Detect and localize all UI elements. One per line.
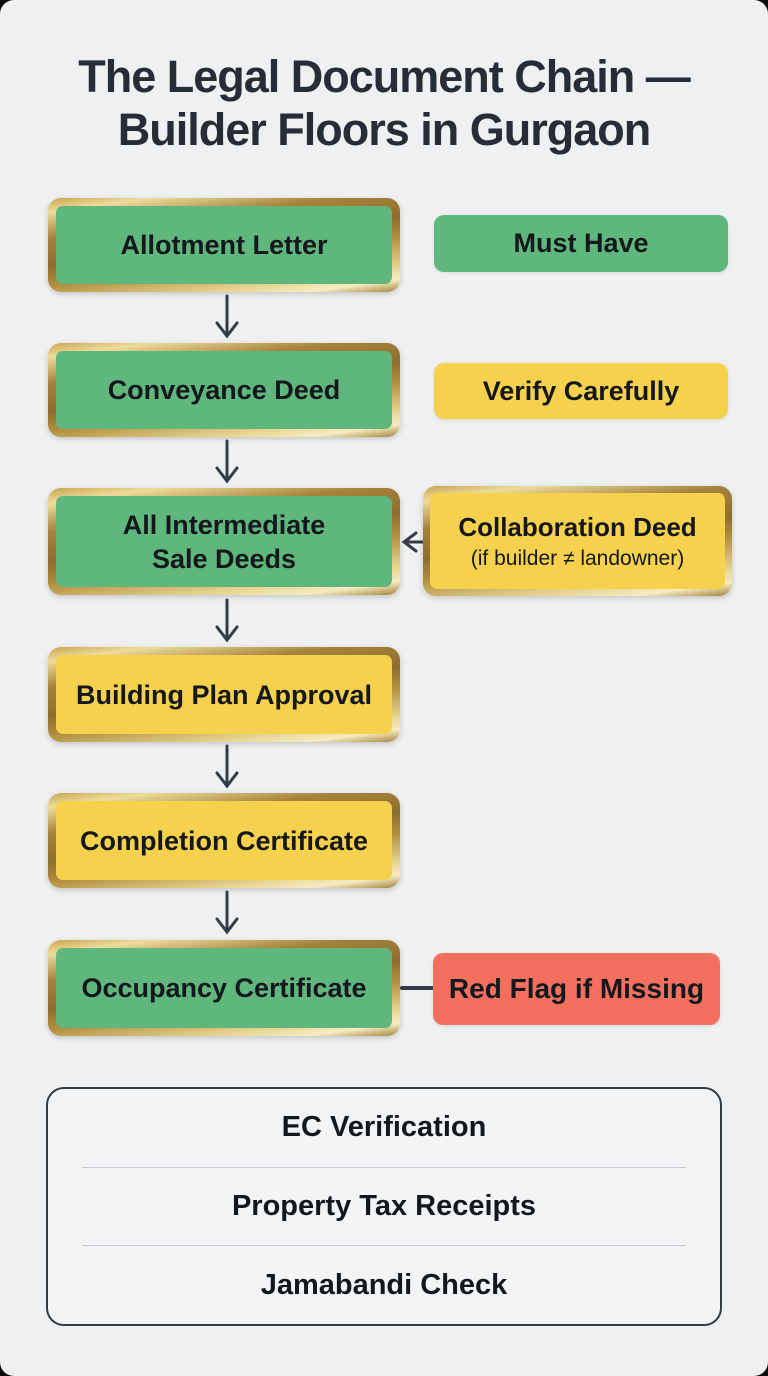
flow-box-label: Occupancy Certificate xyxy=(81,973,367,1003)
side-note-title: Collaboration Deed xyxy=(458,511,697,542)
badge-must-have: Must Have xyxy=(434,215,728,272)
flow-arrow-down-icon xyxy=(215,744,239,789)
page-title-line2: Builder Floors in Gurgaon xyxy=(117,104,652,155)
page-title: The Legal Document Chain — Builder Floor… xyxy=(0,50,768,156)
flow-box-intermediate-sale-deeds: All Intermediate Sale Deeds xyxy=(48,488,400,595)
flow-arrow-down-icon xyxy=(215,439,239,484)
flow-arrow-down-icon xyxy=(215,294,239,339)
divider xyxy=(82,1245,686,1247)
flow-box-occupancy-certificate-body: Occupancy Certificate xyxy=(56,948,392,1028)
connector-line xyxy=(400,986,434,990)
flow-box-conveyance-deed: Conveyance Deed xyxy=(48,343,400,437)
flow-box-conveyance-deed-body: Conveyance Deed xyxy=(56,351,392,429)
flow-box-label: All Intermediate Sale Deeds xyxy=(122,509,326,574)
side-note-collaboration-deed: Collaboration Deed (if builder ≠ landown… xyxy=(423,486,732,596)
badge-red-flag: Red Flag if Missing xyxy=(433,953,720,1025)
flow-arrow-down-icon xyxy=(215,598,239,643)
page-title-line1: The Legal Document Chain — xyxy=(78,51,691,102)
flow-box-building-plan-approval-body: Building Plan Approval xyxy=(56,655,392,734)
flow-box-building-plan-approval: Building Plan Approval xyxy=(48,647,400,742)
checklist-item-jamabandi-check: Jamabandi Check xyxy=(260,1268,508,1301)
flow-box-label: Allotment Letter xyxy=(120,230,328,260)
flow-box-completion-certificate: Completion Certificate xyxy=(48,793,400,888)
flow-box-label: Conveyance Deed xyxy=(107,375,341,405)
flow-box-label: Completion Certificate xyxy=(79,825,369,856)
badge-red-flag-label: Red Flag if Missing xyxy=(448,973,705,1004)
flow-box-label: Building Plan Approval xyxy=(75,679,372,710)
flow-box-allotment-letter-body: Allotment Letter xyxy=(56,206,392,284)
checklist-item-ec-verification: EC Verification xyxy=(281,1111,487,1144)
flow-box-occupancy-certificate: Occupancy Certificate xyxy=(48,940,400,1036)
flow-box-completion-certificate-body: Completion Certificate xyxy=(56,801,392,880)
badge-must-have-label: Must Have xyxy=(513,228,649,258)
divider xyxy=(82,1166,686,1168)
badge-verify-carefully-label: Verify Carefully xyxy=(482,375,680,406)
side-note-subtitle: (if builder ≠ landowner) xyxy=(470,546,685,570)
checklist-card: EC Verification Property Tax Receipts Ja… xyxy=(46,1087,722,1326)
side-note-collaboration-deed-body: Collaboration Deed (if builder ≠ landown… xyxy=(430,493,725,589)
flow-box-intermediate-sale-deeds-body: All Intermediate Sale Deeds xyxy=(56,496,392,587)
flow-box-allotment-letter: Allotment Letter xyxy=(48,198,400,292)
arrow-left-icon xyxy=(401,531,427,553)
badge-verify-carefully: Verify Carefully xyxy=(434,363,728,419)
checklist-item-property-tax-receipts: Property Tax Receipts xyxy=(231,1190,537,1222)
flow-arrow-down-icon xyxy=(215,890,239,935)
